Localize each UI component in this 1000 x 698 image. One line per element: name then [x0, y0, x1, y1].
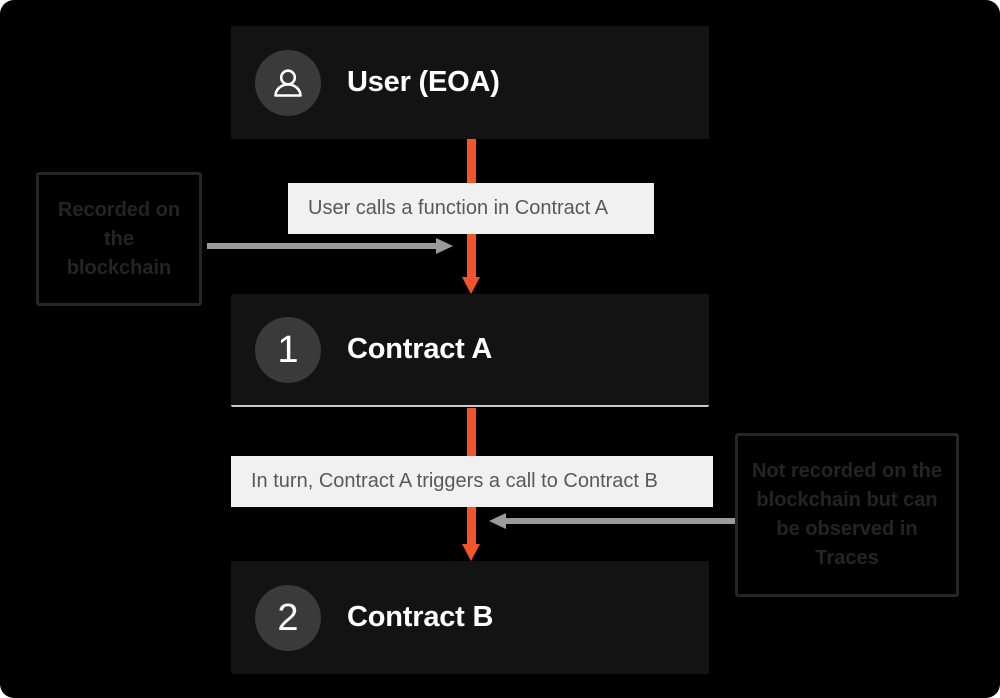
note-not-recorded-traces: Not recorded on the blockchain but can b… — [735, 433, 959, 597]
caption-contract-a-triggers-contract-b: In turn, Contract A triggers a call to C… — [231, 456, 713, 507]
step-number-badge: 1 — [255, 316, 321, 383]
caption-user-calls-function: User calls a function in Contract A — [288, 183, 654, 234]
note-arrow-right-to-flow — [489, 513, 735, 529]
arrow-shaft — [506, 518, 735, 524]
step-number-badge: 2 — [255, 584, 321, 651]
node-contract-a-label: Contract A — [347, 333, 493, 365]
node-contract-b-label: Contract B — [347, 601, 494, 633]
note-text: Recorded on the blockchain — [57, 198, 181, 279]
arrow-head-down-icon — [462, 544, 480, 561]
node-contract-b[interactable]: 2 Contract B — [231, 561, 709, 674]
caption-text: In turn, Contract A triggers a call to C… — [251, 470, 658, 492]
node-user-label: User (EOA) — [347, 66, 500, 98]
node-contract-a[interactable]: 1 Contract A — [231, 294, 709, 407]
note-text: Not recorded on the blockchain but can b… — [751, 460, 942, 569]
note-arrow-left-to-flow — [207, 238, 453, 254]
arrow-head-left-icon — [489, 513, 506, 529]
caption-text: User calls a function in Contract A — [308, 197, 609, 219]
arrow-shaft — [207, 243, 438, 249]
arrow-head-right-icon — [436, 238, 453, 254]
person-icon — [255, 49, 321, 116]
note-recorded-on-blockchain: Recorded on the blockchain — [36, 172, 202, 306]
node-user[interactable]: User (EOA) — [231, 26, 709, 139]
arrow-head-down-icon — [462, 277, 480, 294]
